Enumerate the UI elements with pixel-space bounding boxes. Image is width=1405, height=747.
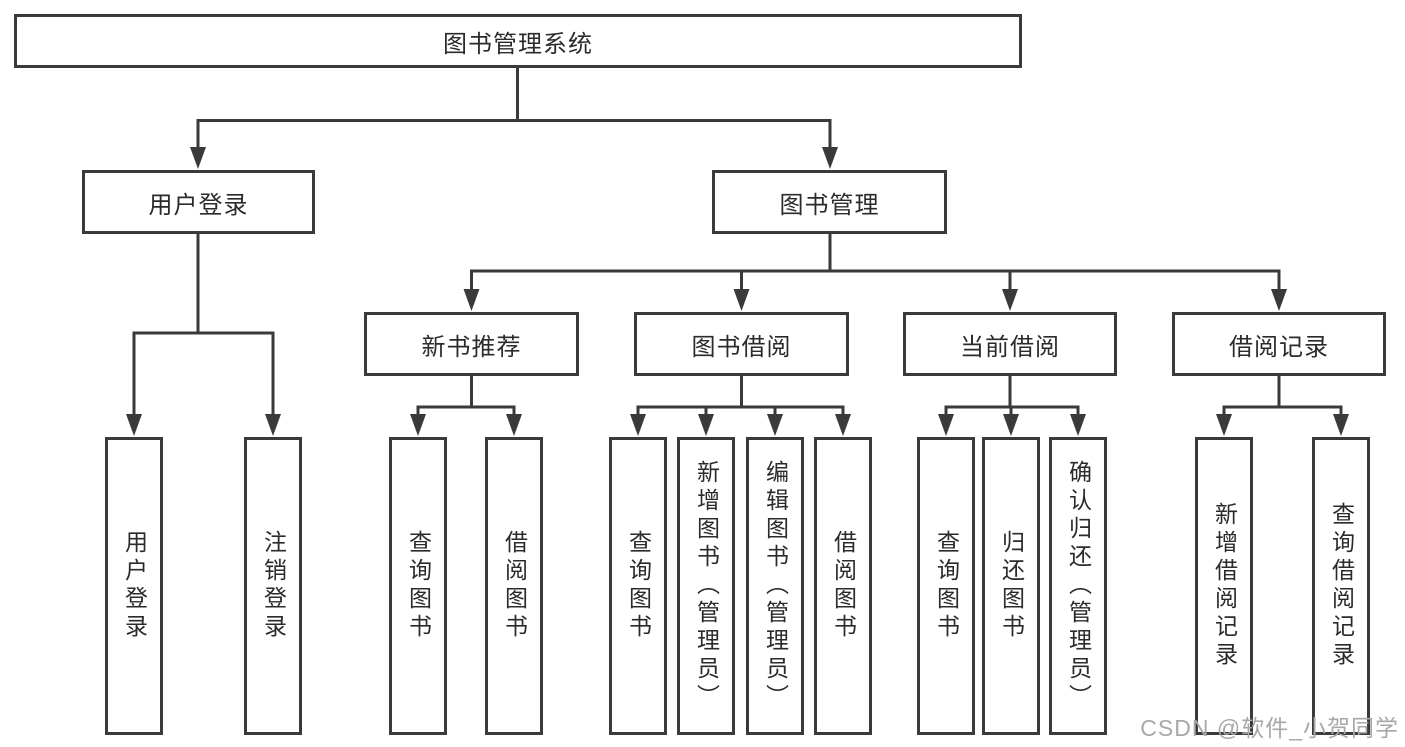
- node-root-library-management-system: 图书管理系统: [14, 14, 1022, 68]
- node-leaf-recommend-query-books: 查询图书: [389, 437, 447, 735]
- node-leaf-current-query-books-label: 查询图书: [933, 530, 960, 642]
- node-leaf-logout: 注销登录: [244, 437, 302, 735]
- node-leaf-add-books-admin-label: 新增图书（管理员）: [693, 460, 720, 712]
- node-leaf-edit-books-admin: 编辑图书（管理员）: [746, 437, 804, 735]
- connector-current-borrowing-to-leaves: [938, 376, 1086, 436]
- node-leaf-user-login-label: 用户登录: [121, 530, 148, 642]
- node-leaf-borrowing-borrow-books-label: 借阅图书: [830, 530, 857, 642]
- node-leaf-edit-books-admin-label: 编辑图书（管理员）: [762, 460, 789, 712]
- node-book-management: 图书管理: [712, 170, 947, 234]
- connector-book-management-to-level3: [463, 234, 1287, 311]
- node-book-borrowing: 图书借阅: [634, 312, 849, 376]
- node-leaf-confirm-return-admin: 确认归还（管理员）: [1049, 437, 1107, 735]
- node-current-borrowing: 当前借阅: [903, 312, 1117, 376]
- node-leaf-borrowing-query-books: 查询图书: [609, 437, 667, 735]
- node-new-book-recommend: 新书推荐: [364, 312, 579, 376]
- node-leaf-return-books: 归还图书: [982, 437, 1040, 735]
- node-borrowing-records: 借阅记录: [1172, 312, 1386, 376]
- node-leaf-borrowing-query-books-label: 查询图书: [625, 530, 652, 642]
- node-leaf-confirm-return-admin-label: 确认归还（管理员）: [1065, 460, 1092, 712]
- node-leaf-borrowing-borrow-books: 借阅图书: [814, 437, 872, 735]
- node-user-login: 用户登录: [82, 170, 315, 234]
- connector-new-book-recommend-to-leaves: [410, 376, 522, 436]
- node-leaf-return-books-label: 归还图书: [998, 530, 1025, 642]
- node-leaf-recommend-borrow-books: 借阅图书: [485, 437, 543, 735]
- connector-user-login-to-leaves: [126, 234, 281, 436]
- node-leaf-recommend-borrow-books-label: 借阅图书: [501, 530, 528, 642]
- node-leaf-add-borrow-record: 新增借阅记录: [1195, 437, 1253, 735]
- connector-book-borrowing-to-leaves: [630, 376, 851, 436]
- node-leaf-user-login: 用户登录: [105, 437, 163, 735]
- connector-borrowing-records-to-leaves: [1216, 376, 1349, 436]
- node-leaf-logout-label: 注销登录: [260, 530, 287, 642]
- node-leaf-current-query-books: 查询图书: [917, 437, 975, 735]
- node-leaf-add-borrow-record-label: 新增借阅记录: [1211, 502, 1238, 670]
- connector-root-to-level2: [190, 68, 838, 169]
- node-leaf-recommend-query-books-label: 查询图书: [405, 530, 432, 642]
- node-leaf-query-borrow-record-label: 查询借阅记录: [1328, 502, 1355, 670]
- csdn-watermark: CSDN @软件_小贺同学: [1140, 715, 1399, 741]
- node-leaf-query-borrow-record: 查询借阅记录: [1312, 437, 1370, 735]
- node-leaf-add-books-admin: 新增图书（管理员）: [677, 437, 735, 735]
